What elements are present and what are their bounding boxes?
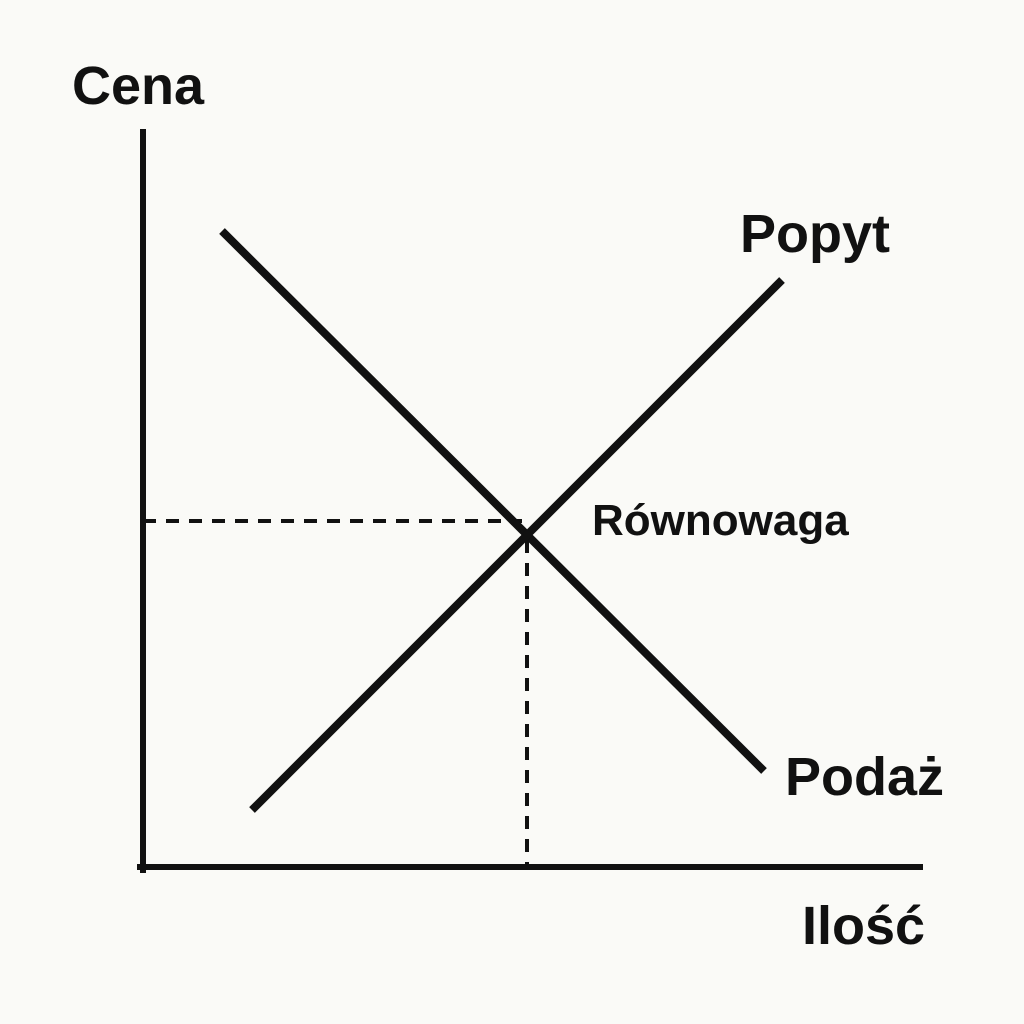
descending-curve [219,228,767,774]
equilibrium-label: Równowaga [592,496,849,545]
demand-label: Popyt [740,204,890,264]
supply-label: Podaż [785,747,944,807]
x-axis-label: Ilość [802,896,925,956]
y-axis-label: Cena [72,56,205,116]
ascending-curve [249,277,785,813]
